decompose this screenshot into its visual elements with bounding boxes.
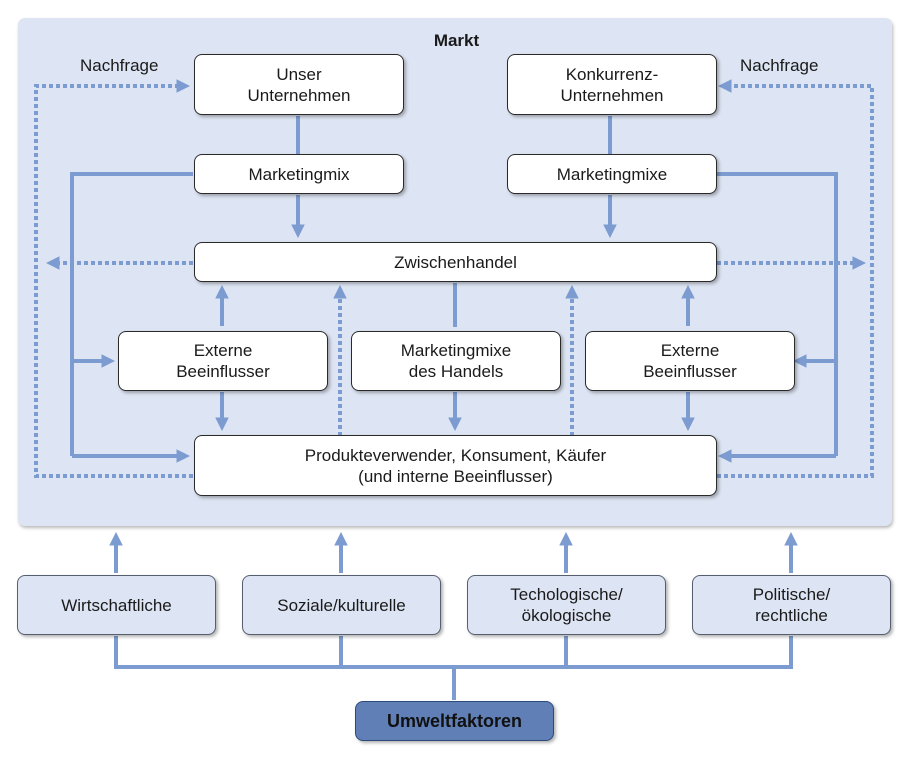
market-title: Markt <box>433 31 480 50</box>
demand-loop-left <box>34 79 193 478</box>
demand-label-left: Nachfrage <box>80 56 159 75</box>
node-politische-rechtliche: Politische/ rechtliche <box>692 575 891 635</box>
link-marketingmix-left-trunk <box>70 172 193 456</box>
node-konkurrenz-unternehmen: Konkurrenz- Unternehmen <box>507 54 717 115</box>
node-wirtschaftliche: Wirtschaftliche <box>17 575 216 635</box>
node-externe-beeinflusser-links: Externe Beeinflusser <box>118 331 328 391</box>
node-marketingmixe: Marketingmixe <box>507 154 717 194</box>
node-zwischenhandel: Zwischenhandel <box>194 242 717 282</box>
bracket-umweltfaktoren <box>114 636 793 669</box>
node-marketingmix: Marketingmix <box>194 154 404 194</box>
node-externe-beeinflusser-rechts: Externe Beeinflusser <box>585 331 795 391</box>
node-marketingmixe-des-handels: Marketingmixe des Handels <box>351 331 561 391</box>
node-technologische-oekologische: Techologische/ ökologische <box>467 575 666 635</box>
node-unser-unternehmen: Unser Unternehmen <box>194 54 404 115</box>
link-marketingmixe-right-trunk <box>717 172 838 456</box>
node-soziale-kulturelle: Soziale/kulturelle <box>242 575 441 635</box>
node-umweltfaktoren: Umweltfaktoren <box>355 701 554 741</box>
demand-loop-right <box>717 79 874 478</box>
demand-label-right: Nachfrage <box>740 56 819 75</box>
node-produkteverwender: Produkteverwender, Konsument, Käufer (un… <box>194 435 717 496</box>
